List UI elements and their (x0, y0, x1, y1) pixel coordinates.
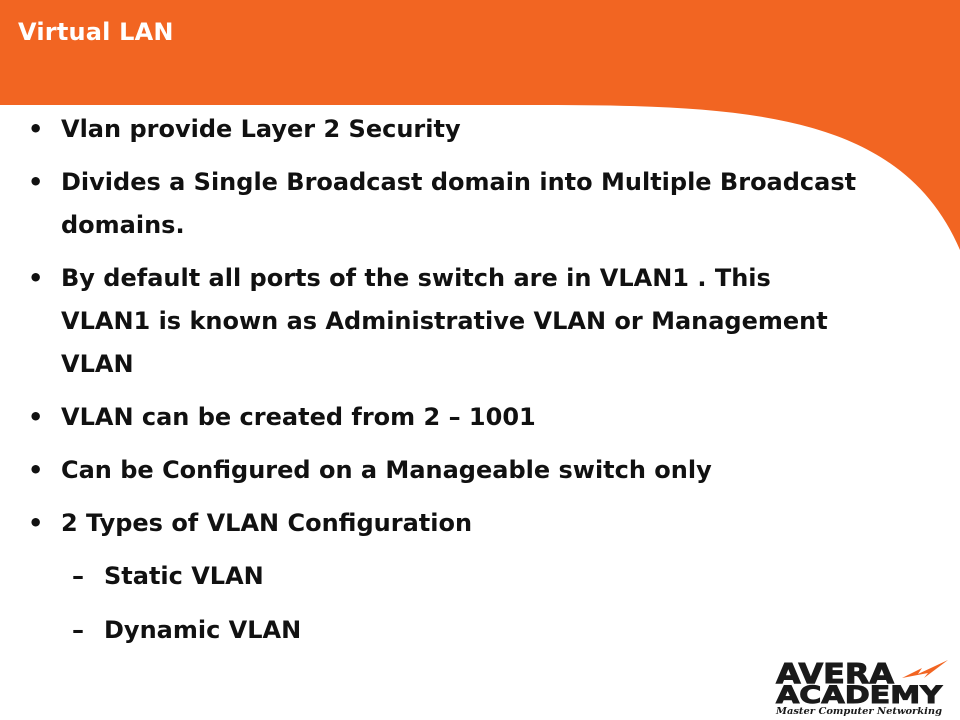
sub-bullet-text: Static VLAN (104, 562, 264, 590)
bullet-item: • Vlan provide Layer 2 Security (28, 108, 858, 151)
bullet-text: VLAN can be created from 2 – 1001 (61, 403, 536, 431)
orange-swoosh (0, 0, 960, 250)
bullet-text: By default all ports of the switch are i… (61, 264, 828, 378)
bullet-marker: • (28, 403, 44, 431)
sub-bullet-marker: – (72, 562, 84, 590)
bullet-item: • VLAN can be created from 2 – 1001 (28, 396, 858, 439)
sub-bullet-text: Dynamic VLAN (104, 616, 302, 644)
bullet-text: 2 Types of VLAN Configuration (61, 509, 473, 537)
bullet-item: • 2 Types of VLAN Configuration (28, 502, 858, 545)
sub-bullet-list: –Static VLAN –Dynamic VLAN (28, 555, 858, 652)
bullet-item: • Divides a Single Broadcast domain into … (28, 161, 858, 247)
bullet-list: • Vlan provide Layer 2 Security • Divides … (28, 108, 858, 663)
sub-bullet-marker: – (72, 616, 84, 644)
bullet-marker: • (28, 456, 44, 484)
sub-bullet-group: –Static VLAN –Dynamic VLAN (28, 555, 858, 652)
bullet-item: • Can be Configured on a Manageable switc… (28, 449, 858, 492)
bullet-text: Can be Configured on a Manageable switch… (61, 456, 712, 484)
bullet-marker: • (28, 509, 44, 537)
bullet-marker: • (28, 264, 44, 292)
logo-line1: AVERA (776, 657, 894, 690)
bullet-text: Divides a Single Broadcast domain into M… (61, 168, 857, 239)
slide-title: Virtual LAN (18, 18, 174, 46)
logo-line2: ACADEMY (776, 681, 943, 709)
bullet-marker: • (28, 115, 44, 143)
bullet-marker: • (28, 168, 44, 196)
lightning-bolt-icon (902, 660, 948, 678)
sub-bullet-item: –Static VLAN (28, 555, 858, 598)
logo-tagline: Master Computer Networking (775, 707, 942, 716)
bullet-item: • By default all ports of the switch are … (28, 257, 858, 386)
bullet-text: Vlan provide Layer 2 Security (61, 115, 461, 143)
avera-academy-logo: AVERA ACADEMY Master Computer Networking (775, 657, 948, 716)
sub-bullet-item: –Dynamic VLAN (28, 609, 858, 652)
